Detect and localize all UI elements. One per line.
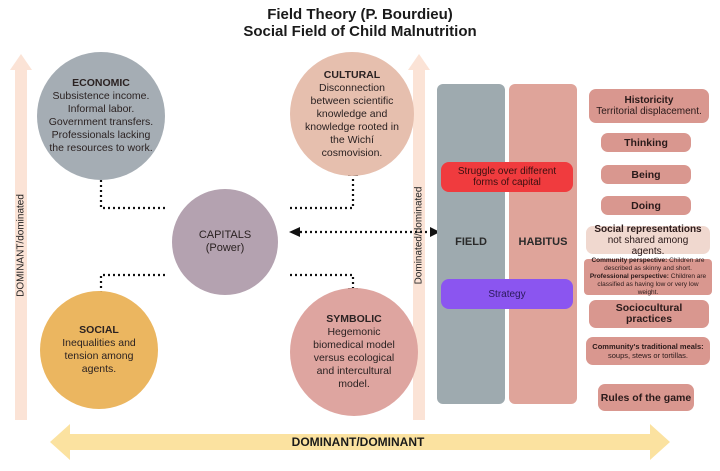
cultural-text: Disconnection between scientific knowled… — [305, 81, 399, 159]
historicity-box: Historicity Territorial displacement. — [589, 89, 709, 123]
traditional-meals-box: Community's traditional meals: soups, st… — [586, 337, 710, 365]
social-rep-bold: Social representations — [594, 223, 702, 235]
community-perspective-label: Community perspective: — [591, 257, 668, 264]
economic-text: Subsistence income. Informal labor. Gove… — [48, 90, 154, 154]
professional-perspective-text: Children are classified as having low or… — [597, 273, 707, 296]
diagram-title: Field Theory (P. Bourdieu) Social Field … — [0, 6, 720, 40]
being-box: Being — [601, 165, 691, 184]
arrowhead-field — [430, 227, 440, 237]
economic-heading: ECONOMIC — [72, 77, 130, 89]
habitus-column: HABITUS — [509, 84, 577, 404]
struggle-text: Struggle over different forms of capital — [457, 166, 557, 188]
social-representations-box: Social representations not shared among … — [586, 223, 710, 257]
capitals-power-circle: CAPITALS (Power) — [172, 189, 278, 295]
connector-economic — [99, 178, 165, 210]
thinking-box: Thinking — [601, 133, 691, 152]
capitals-sub: (Power) — [205, 242, 245, 254]
rules-text: Rules of the game — [600, 391, 692, 404]
middle-axis-label: Dominated/dominated — [413, 186, 425, 285]
strategy-box: Strategy — [441, 279, 573, 309]
arrowhead-capitals — [289, 227, 300, 237]
rules-of-the-game-box: Rules of the game — [598, 384, 694, 411]
symbolic-heading: SYMBOLIC — [326, 313, 382, 325]
cultural-capital-circle: CULTURAL Disconnection between scientifi… — [290, 52, 414, 176]
title-line-1: Field Theory (P. Bourdieu) — [267, 6, 453, 23]
professional-perspective-label: Professional perspective: — [589, 273, 669, 280]
cultural-heading: CULTURAL — [323, 68, 381, 81]
struggle-box: Struggle over different forms of capital — [441, 162, 573, 192]
bottom-axis-arrow — [50, 424, 670, 460]
community-perspective-text: Children are described as skinny and sho… — [604, 257, 705, 272]
economic-capital-circle: ECONOMIC Subsistence income. Informal la… — [37, 52, 165, 180]
symbolic-capital-circle: SYMBOLIC Hegemonic biomedical model vers… — [290, 288, 418, 416]
meals-rest: soups, stews or tortillas. — [607, 351, 689, 360]
connector-social — [99, 273, 165, 295]
left-axis-label: DOMINANT/dominated — [15, 194, 27, 297]
connector-symbolic — [290, 273, 355, 292]
historicity-text: Territorial displacement. — [596, 106, 702, 117]
perspectives-box: Community perspective: Children are desc… — [584, 257, 712, 296]
habitus-label: HABITUS — [518, 236, 568, 248]
sociocultural-text: Sociocultural practices — [615, 302, 683, 325]
historicity-heading: Historicity — [624, 95, 674, 106]
doing-text: Doing — [631, 199, 661, 212]
doing-box: Doing — [601, 196, 691, 215]
title-line-2: Social Field of Child Malnutrition — [243, 23, 477, 40]
meals-bold: Community's traditional meals: — [592, 342, 704, 351]
sociocultural-practices-box: Sociocultural practices — [589, 300, 709, 328]
being-text: Being — [631, 168, 661, 181]
social-text: Inequalities and tension among agents. — [62, 337, 136, 375]
bottom-axis-label: DOMINANT/DOMINANT — [291, 435, 425, 449]
capitals-heading: CAPITALS — [198, 229, 252, 241]
field-label: FIELD — [455, 236, 487, 248]
social-capital-circle: SOCIAL Inequalities and tension among ag… — [40, 291, 158, 409]
thinking-text: Thinking — [624, 136, 668, 149]
left-axis-arrow — [10, 54, 32, 420]
social-rep-rest: not shared among agents. — [607, 234, 689, 257]
field-column: FIELD — [437, 84, 505, 404]
connector-cultural — [290, 175, 355, 210]
strategy-text: Strategy — [488, 288, 526, 300]
symbolic-text: Hegemonic biomedical model versus ecolog… — [313, 326, 395, 390]
social-heading: SOCIAL — [79, 324, 119, 336]
